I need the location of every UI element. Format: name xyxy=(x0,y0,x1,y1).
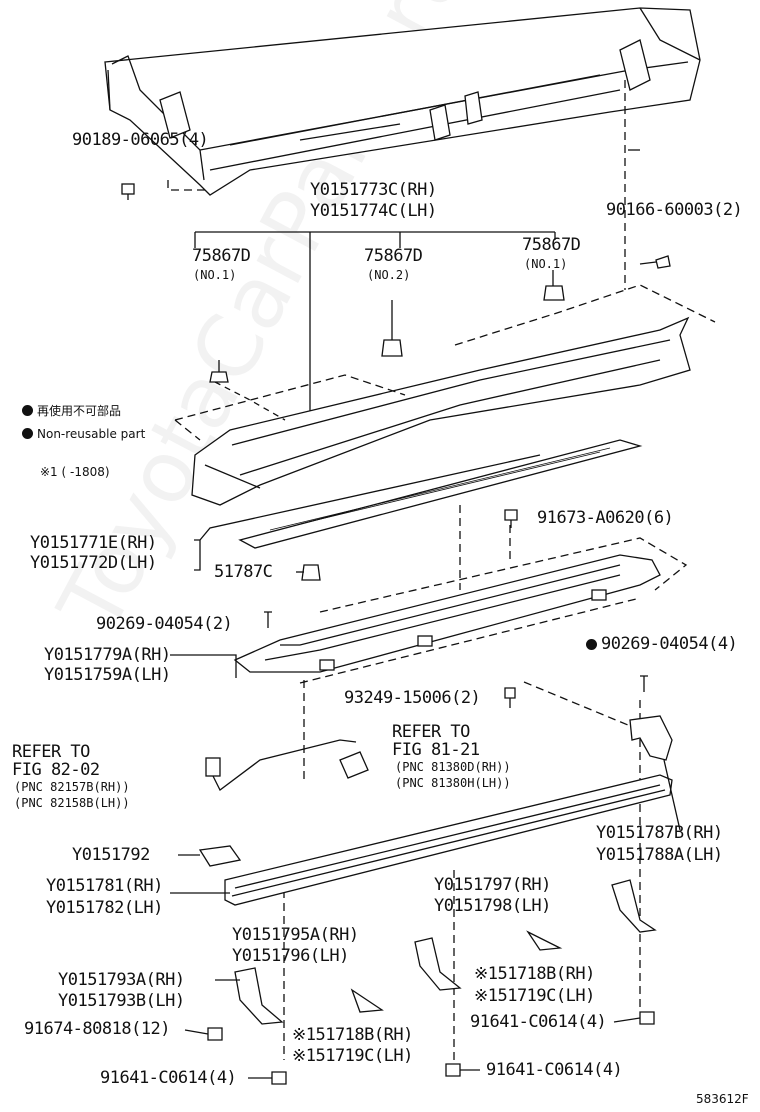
label-51718b-right[interactable]: ※151718B(RH) xyxy=(474,964,595,984)
label-y0151795a[interactable]: Y0151795A(RH) xyxy=(232,925,359,945)
label-90269-a[interactable]: 90269-04054(2) xyxy=(96,614,233,634)
label-y0151796[interactable]: Y0151796(LH) xyxy=(232,946,349,966)
refer-81-21-pnc-rh: (PNC 81380D(RH)) xyxy=(395,760,511,774)
label-y0151759a[interactable]: Y0151759A(LH) xyxy=(44,665,171,685)
label-clip-no2: (NO.2) xyxy=(367,268,411,282)
wire-harness xyxy=(205,739,369,791)
clip-75867d-no1-right-icon xyxy=(543,270,565,301)
label-y0151773c[interactable]: Y0151773C(RH) xyxy=(310,180,437,200)
running-board-step xyxy=(233,554,661,673)
label-91673[interactable]: 91673-A0620(6) xyxy=(537,508,674,528)
label-y0151792[interactable]: Y0151792 xyxy=(72,845,150,865)
label-y0151797[interactable]: Y0151797(RH) xyxy=(434,875,551,895)
bolt-91641-left-icon xyxy=(271,1071,287,1085)
label-91641-left[interactable]: 91641-C0614(4) xyxy=(100,1068,237,1088)
label-91641-mid[interactable]: 91641-C0614(4) xyxy=(486,1060,623,1080)
label-y0151793a[interactable]: Y0151793A(RH) xyxy=(58,970,185,990)
screw-90269-left-icon xyxy=(264,611,272,628)
clip-75867d-no1-left-icon xyxy=(209,360,229,383)
bracket-y0151793 xyxy=(234,967,284,1025)
bolt-91674-icon xyxy=(207,1027,223,1041)
legend-reuse-en: Non-reusable part xyxy=(22,427,145,441)
label-90189[interactable]: 90189-06065(4) xyxy=(72,130,209,150)
bolt-91641-mid-icon xyxy=(445,1063,461,1077)
refer-81-21-pnc-lh: (PNC 81380H(LH)) xyxy=(395,776,511,790)
legend-reuse-jp: 再使用不可部品 xyxy=(22,404,121,418)
bracket-y0151787b xyxy=(629,715,673,761)
label-y0151793b[interactable]: Y0151793B(LH) xyxy=(58,991,185,1011)
refer-82-02-pnc-rh: (PNC 82157B(RH)) xyxy=(14,780,130,794)
clip-75867d-no2-icon xyxy=(381,300,403,357)
refer-81-21-fig[interactable]: FIG 81-21 xyxy=(392,740,480,760)
label-51787c[interactable]: 51787C xyxy=(214,562,273,582)
label-90269-b[interactable]: 90269-04054(4) xyxy=(586,634,738,654)
label-clip-75867d-c[interactable]: 75867D xyxy=(522,235,581,255)
legend-note: ※1 ( -1808) xyxy=(40,465,110,479)
sill-rail xyxy=(224,774,673,906)
refer-82-02-title: REFER TO xyxy=(12,742,90,762)
label-90166[interactable]: 90166-60003(2) xyxy=(606,200,743,220)
label-91674[interactable]: 91674-80818(12) xyxy=(24,1019,171,1039)
label-y0151774c[interactable]: Y0151774C(LH) xyxy=(310,201,437,221)
pad-51718-right xyxy=(526,930,563,951)
screw-93249-icon xyxy=(504,687,516,708)
label-93249[interactable]: 93249-15006(2) xyxy=(344,688,481,708)
label-y0151781[interactable]: Y0151781(RH) xyxy=(46,876,163,896)
label-y0151798[interactable]: Y0151798(LH) xyxy=(434,896,551,916)
label-y0151771e[interactable]: Y0151771E(RH) xyxy=(30,533,157,553)
bolt-91641-right-icon xyxy=(639,1011,655,1025)
screw-90269-right-icon xyxy=(640,675,648,692)
clip-y0151792 xyxy=(198,845,242,867)
bolt-91673-icon xyxy=(504,509,518,528)
label-y0151779a[interactable]: Y0151779A(RH) xyxy=(44,645,171,665)
label-clip-75867d-b[interactable]: 75867D xyxy=(364,246,423,266)
refer-82-02-fig[interactable]: FIG 82-02 xyxy=(12,760,100,780)
pad-51718-left xyxy=(350,988,384,1013)
label-y0151787b[interactable]: Y0151787B(RH) xyxy=(596,823,723,843)
refer-81-21-title: REFER TO xyxy=(392,722,470,742)
label-clip-no1-a: (NO.1) xyxy=(193,268,237,282)
label-51718b-left[interactable]: ※151718B(RH) xyxy=(292,1025,413,1045)
label-51719c-left[interactable]: ※151719C(LH) xyxy=(292,1046,413,1066)
bolt-90189-icon xyxy=(121,183,135,200)
bolt-90166-icon xyxy=(639,255,671,269)
bracket-y0151797 xyxy=(611,879,657,933)
label-y0151782[interactable]: Y0151782(LH) xyxy=(46,898,163,918)
running-board-cover xyxy=(191,316,691,506)
label-y0151788a[interactable]: Y0151788A(LH) xyxy=(596,845,723,865)
figure-number: 583612F xyxy=(696,1092,749,1106)
label-clip-no1-c: (NO.1) xyxy=(524,257,568,271)
clip-51787c-icon xyxy=(301,564,321,581)
label-clip-75867d-a[interactable]: 75867D xyxy=(192,246,251,266)
upper-frame-member xyxy=(104,7,701,196)
label-y0151772d[interactable]: Y0151772D(LH) xyxy=(30,553,157,573)
label-51719c-right[interactable]: ※151719C(LH) xyxy=(474,986,595,1006)
bracket-y0151795 xyxy=(414,937,462,991)
label-91641-right[interactable]: 91641-C0614(4) xyxy=(470,1012,607,1032)
refer-82-02-pnc-lh: (PNC 82158B(LH)) xyxy=(14,796,130,810)
step-pad xyxy=(238,439,643,549)
